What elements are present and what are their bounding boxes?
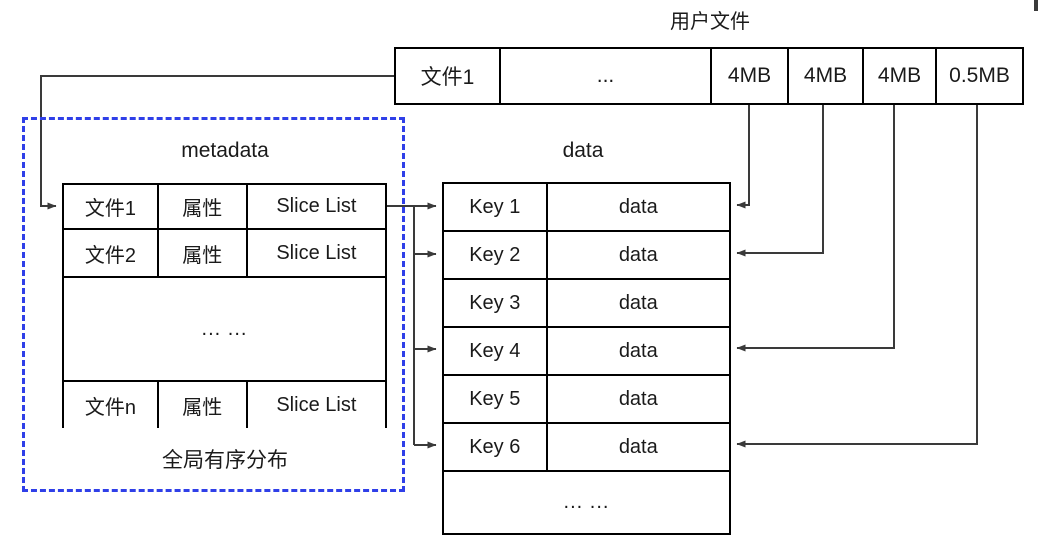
connector-chunk3-to-key4 [736,105,895,352]
metadata-table: 文件1 属性 Slice List 文件2 属性 Slice List ... … [62,183,387,428]
user-file-row: 文件1 ... 4MB 4MB 4MB 0.5MB [396,49,1022,103]
metadata-footer-label: 全局有序分布 [162,449,288,472]
data-cell-value: data [547,184,729,230]
data-row[interactable]: Key 5 data [444,376,729,424]
data-row[interactable]: Key 2 data [444,232,729,280]
data-cell-value: data [547,376,729,422]
metadata-cell-attribute: 属性 [158,382,248,428]
metadata-cell-file: 文件n [64,382,159,428]
user-file-table: 文件1 ... 4MB 4MB 4MB 0.5MB [394,47,1024,105]
data-row-ellipsis: ... ... [444,472,729,533]
edge-artifact-mark [1034,0,1038,11]
user-file-cell-chunk-2[interactable]: 4MB [789,49,864,103]
data-row[interactable]: Key 3 data [444,280,729,328]
data-cell-key: Key 1 [444,184,548,230]
data-cell-key: Key 6 [444,424,548,470]
user-file-cell-chunk-3[interactable]: 4MB [864,49,937,103]
user-file-cell-chunk-1[interactable]: 4MB [712,49,789,103]
data-row[interactable]: Key 6 data [444,424,729,472]
metadata-row-ellipsis: ... ... [64,278,385,382]
metadata-cell-slice-list: Slice List [247,230,385,276]
data-table: Key 1 data Key 2 data Key 3 data Key 4 d… [442,182,731,535]
metadata-cell-attribute: 属性 [158,185,248,228]
user-file-cell-name[interactable]: 文件1 [396,49,501,103]
data-row[interactable]: Key 1 data [444,184,729,232]
data-row[interactable]: Key 4 data [444,328,729,376]
metadata-cell-slice-list: Slice List [247,185,385,228]
metadata-cell-attribute: 属性 [158,230,248,276]
data-cell-value: data [547,424,729,470]
data-cell-ellipsis: ... ... [444,472,729,533]
metadata-cell-ellipsis: ... ... [64,278,385,380]
metadata-cell-file: 文件1 [64,185,159,228]
metadata-row[interactable]: 文件2 属性 Slice List [64,230,385,278]
metadata-cell-slice-list: Slice List [247,382,385,428]
metadata-cell-file: 文件2 [64,230,159,276]
data-cell-key: Key 5 [444,376,548,422]
data-cell-key: Key 3 [444,280,548,326]
data-caption: data [562,139,604,162]
user-file-cell-ellipsis: ... [501,49,712,103]
data-cell-value: data [547,328,729,374]
data-cell-key: Key 2 [444,232,548,278]
data-cell-value: data [547,232,729,278]
metadata-row[interactable]: 文件1 属性 Slice List [64,185,385,230]
user-file-cell-chunk-4[interactable]: 0.5MB [937,49,1022,103]
global-ordered-region [22,117,405,492]
connector-chunk1-to-key1 [736,105,750,209]
metadata-caption: metadata [181,139,269,162]
user-file-caption: 用户文件 [670,11,750,33]
data-cell-key: Key 4 [444,328,548,374]
metadata-row[interactable]: 文件n 属性 Slice List [64,382,385,428]
connector-chunk2-to-key2 [736,105,824,257]
data-cell-value: data [547,280,729,326]
connector-chunk4-to-key6 [736,105,978,448]
